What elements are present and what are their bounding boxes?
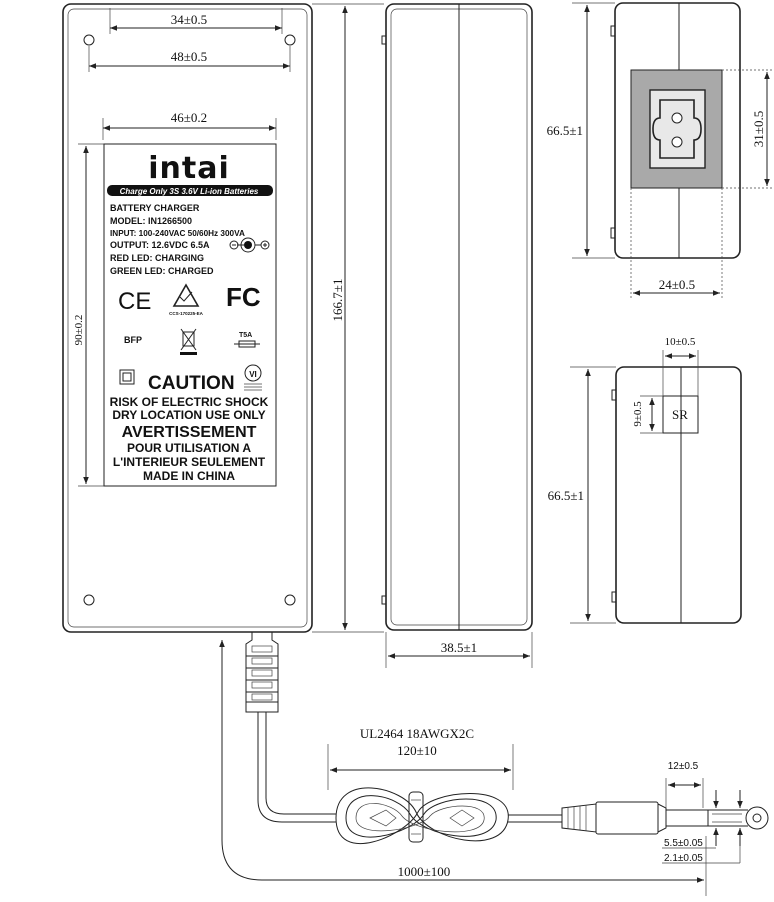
- front-view: 34±0.5 48±0.5 46±0.2 90±0.2 intai Charge…: [62, 3, 384, 823]
- label-line: MODEL: IN1266500: [110, 216, 192, 226]
- ce-mark-icon: CE: [118, 288, 151, 315]
- front-strain-relief: [245, 632, 279, 713]
- cable-spec: UL2464 18AWGX2C: [360, 726, 474, 741]
- output-end-outline: [615, 366, 742, 624]
- warning-line: DRY LOCATION USE ONLY: [112, 408, 265, 422]
- dc-cable: [257, 712, 336, 823]
- dc-plug: [561, 801, 769, 835]
- caution-heading: CAUTION: [148, 373, 235, 394]
- label-line: GREEN LED: CHARGED: [110, 266, 214, 276]
- fuse-rating: T5A: [239, 332, 252, 339]
- dim-body-length: 166.7±1: [330, 279, 345, 322]
- dim-hole-spacing: 48±0.5: [171, 49, 207, 64]
- c8-inlet-icon: [649, 89, 706, 169]
- french-line: POUR UTILISATION A: [127, 441, 251, 455]
- efficiency-vi-icon: VI: [244, 364, 262, 391]
- dim-label-width: 46±0.2: [171, 110, 207, 125]
- front-body-inner: [67, 8, 308, 628]
- end-view-inlet: 66.5±1 31±0.5 24±0.5: [547, 2, 774, 300]
- label-line: INPUT: 100-240VAC 50/60Hz 300VA: [110, 229, 245, 238]
- avertissement-heading: AVERTISSEMENT: [122, 424, 257, 441]
- cable-assembly: UL2464 18AWGX2C 120±10 12±0.5: [219, 640, 769, 896]
- dim-end-width: 24±0.5: [659, 277, 695, 292]
- product-label: intai Charge Only 3S 3.6V Li-ion Batteri…: [103, 143, 277, 487]
- plug-end-icon: [745, 806, 769, 830]
- weee-bin-icon: [180, 328, 197, 355]
- label-banner: Charge Only 3S 3.6V Li-ion Batteries: [120, 187, 259, 196]
- mount-hole-icon: [284, 34, 296, 46]
- svg-text:CCS-170225-EA: CCS-170225-EA: [169, 311, 204, 316]
- dim-end-height: 66.5±1: [547, 123, 583, 138]
- dim-inlet-height: 31±0.5: [751, 111, 766, 147]
- dim-plug-length: 12±0.5: [668, 761, 699, 772]
- dim-plug-od: 5.5±0.05: [664, 838, 703, 849]
- banner-bar: [107, 185, 273, 196]
- dim-coil-length: 120±10: [397, 743, 437, 758]
- dim-sr-height: 9±0.5: [632, 401, 644, 427]
- mount-hole-icon: [284, 594, 296, 606]
- label-line: BATTERY CHARGER: [110, 203, 200, 213]
- dim-body-thickness: 38.5±1: [441, 640, 477, 655]
- fuse-icon: [234, 340, 260, 348]
- mount-hole-icon: [83, 594, 95, 606]
- end-view-output: SR 10±0.5 9±0.5 66.5±1: [548, 336, 742, 624]
- brand-logo: intai: [148, 151, 230, 186]
- french-line: L'INTERIEUR SEULEMENT: [113, 455, 266, 469]
- cable-coil: [335, 787, 509, 845]
- dim-sr-width: 10±0.5: [665, 336, 696, 348]
- cable-tie: [408, 791, 424, 843]
- dim-cable-length: 1000±100: [398, 864, 451, 879]
- bfp-mark: BFP: [124, 335, 142, 345]
- mount-hole-icon: [83, 34, 95, 46]
- label-line: OUTPUT: 12.6VDC 6.5A: [110, 240, 210, 250]
- sr-label: SR: [672, 407, 688, 422]
- label-line: RED LED: CHARGING: [110, 253, 204, 263]
- polarity-icon: [229, 237, 270, 253]
- sr-box: [662, 395, 699, 434]
- front-body-outline: [62, 3, 313, 633]
- french-line: MADE IN CHINA: [143, 469, 235, 483]
- rcm-mark-icon: CCS-170225-EA: [169, 283, 204, 316]
- dim-top-mount-spacing: 34±0.5: [171, 12, 207, 27]
- dim-plug-id: 2.1±0.05: [664, 853, 703, 864]
- fc-mark-icon: FC: [226, 282, 261, 312]
- dim-side-end-height: 66.5±1: [548, 488, 584, 503]
- end-view-outline: [614, 2, 741, 259]
- side-view: 38.5±1: [381, 3, 533, 668]
- svg-text:VI: VI: [249, 370, 257, 379]
- dim-label-height: 90±0.2: [73, 315, 85, 346]
- warning-line: RISK OF ELECTRIC SHOCK: [110, 395, 269, 409]
- class-ii-icon: [119, 369, 135, 385]
